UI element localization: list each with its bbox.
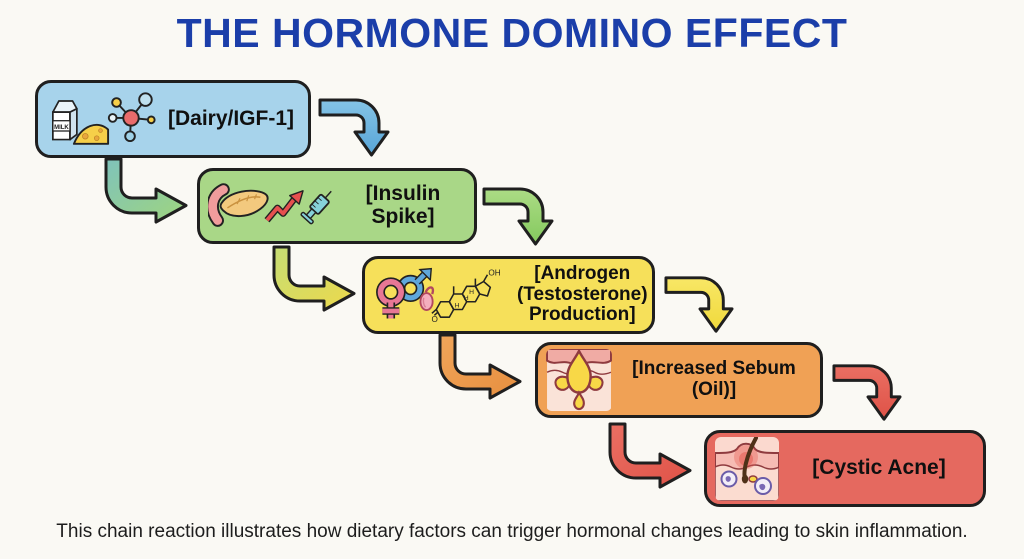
female-symbol-icon [376, 277, 406, 319]
gender-symbols-icon [376, 267, 435, 319]
step-label-dairy: [Dairy/IGF-1] [167, 106, 295, 130]
inflamed-follicle-icon [715, 436, 779, 501]
step-box-dairy: MILK [Dairy/IGF [35, 80, 311, 158]
androgen-icon-group: OH O H H H [373, 267, 513, 323]
arrow-dairy-to-insulin-down [318, 98, 390, 157]
step-label-androgen: [Androgen (Testosterone) Production] [517, 264, 648, 326]
step-label-sebum: [Increased Sebum (Oil)] [632, 358, 796, 400]
chem-h-label: H [464, 295, 469, 302]
page-title: THE HORMONE DOMINO EFFECT [176, 10, 848, 56]
testis-icon [419, 286, 435, 311]
acne-icon-group [715, 436, 779, 501]
step-label-androgen-line3: Production] [528, 304, 636, 326]
chem-h-label: H [455, 303, 460, 310]
spike-trend-arrow-icon [264, 190, 304, 223]
sebum-icon-group [546, 349, 612, 411]
chem-oh-label: OH [488, 269, 500, 278]
step-box-sebum: [Increased Sebum (Oil)] [535, 342, 823, 418]
sebaceous-gland-icon [546, 349, 612, 411]
step-box-insulin: [Insulin Spike] [197, 168, 477, 244]
milk-carton-icon: MILK [52, 100, 78, 141]
arrow-sebum-to-acne-right [608, 422, 692, 489]
step-box-acne: [Cystic Acne] [704, 430, 986, 507]
bacteria-icon [720, 470, 772, 495]
syringe-icon [300, 190, 332, 225]
step-label-insulin: [Insulin Spike] [365, 182, 441, 228]
pancreas-icon [208, 183, 269, 227]
chem-h-label: H [469, 289, 474, 296]
step-box-androgen: OH O H H H [Androgen (Testosterone) Prod… [362, 256, 655, 334]
dairy-icon-group: MILK [46, 90, 158, 148]
male-symbol-icon [396, 267, 433, 303]
step-label-androgen-line1: [Androgen [534, 263, 631, 285]
arrow-androgen-to-sebum-right [438, 333, 522, 400]
insulin-icon-group [208, 181, 336, 231]
step-label-acne: [Cystic Acne] [812, 456, 946, 480]
testosterone-molecule-icon: OH O H H H [431, 269, 501, 323]
arrow-insulin-to-androgen-down [482, 187, 554, 246]
caption-text: This chain reaction illustrates how diet… [56, 521, 968, 542]
cheese-icon [72, 123, 110, 145]
arrow-sebum-to-acne-down [832, 364, 902, 421]
arrow-dairy-to-insulin-right [104, 157, 188, 224]
milk-label-text: MILK [54, 125, 69, 131]
arrow-insulin-to-androgen-right [272, 245, 356, 312]
igf1-molecule-icon [107, 92, 156, 143]
step-label-androgen-line2: (Testosterone) [517, 283, 648, 305]
arrow-androgen-to-sebum-down [664, 276, 734, 333]
chem-o-label: O [431, 315, 437, 323]
